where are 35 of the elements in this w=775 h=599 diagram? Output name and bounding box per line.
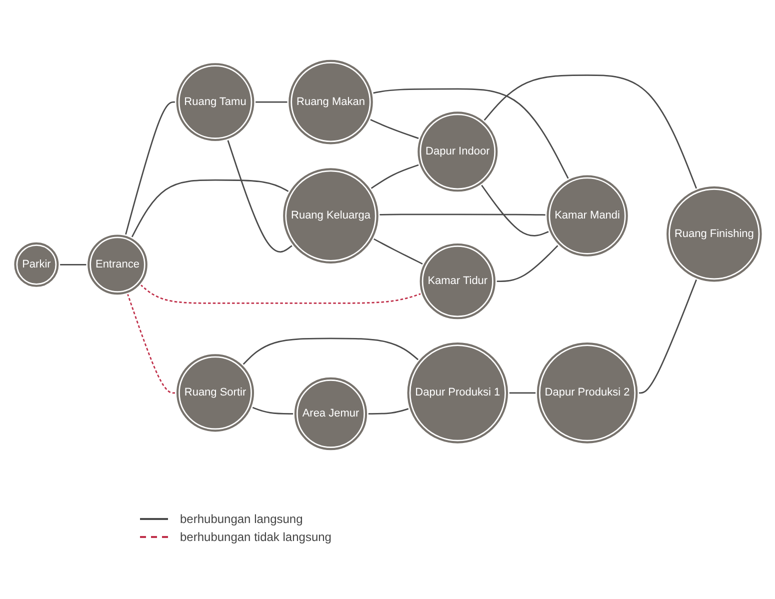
connector xyxy=(369,118,419,140)
connector xyxy=(124,101,176,236)
node-circle: Area Jemur xyxy=(292,376,368,452)
node-circle: Ruang Finishing xyxy=(664,185,763,284)
connector xyxy=(58,264,86,266)
node-circle: Kamar Tidur xyxy=(418,242,496,321)
connector xyxy=(140,284,421,304)
connector xyxy=(372,238,423,265)
connector xyxy=(226,140,292,253)
connector xyxy=(480,184,549,236)
connector xyxy=(496,244,558,282)
node-circle: Ruang Keluarga xyxy=(281,166,380,265)
node-circle: Dapur Indoor xyxy=(416,110,499,194)
connector xyxy=(482,74,697,190)
node-circle: Dapur Produksi 2 xyxy=(535,341,639,445)
legend-text: berhubungan langsung xyxy=(180,512,303,526)
node-circle: Dapur Produksi 1 xyxy=(405,341,509,445)
node-circle: Parkir xyxy=(12,241,60,288)
connector xyxy=(126,293,176,394)
connector xyxy=(130,179,289,238)
connector xyxy=(638,278,697,394)
connector xyxy=(378,214,546,216)
connector xyxy=(367,408,409,414)
connector xyxy=(251,406,294,414)
node-circle: Entrance xyxy=(86,233,148,296)
node-circle: Ruang Sortir xyxy=(174,352,255,434)
connector xyxy=(372,88,569,180)
node-circle: Ruang Tamu xyxy=(174,62,256,142)
connector xyxy=(370,164,419,190)
connector xyxy=(254,101,288,103)
connector xyxy=(242,338,418,366)
legend-text: berhubungan tidak langsung xyxy=(180,530,332,544)
connector xyxy=(508,392,536,394)
node-circle: Kamar Mandi xyxy=(544,174,629,258)
node-circle: Ruang Makan xyxy=(286,58,374,146)
